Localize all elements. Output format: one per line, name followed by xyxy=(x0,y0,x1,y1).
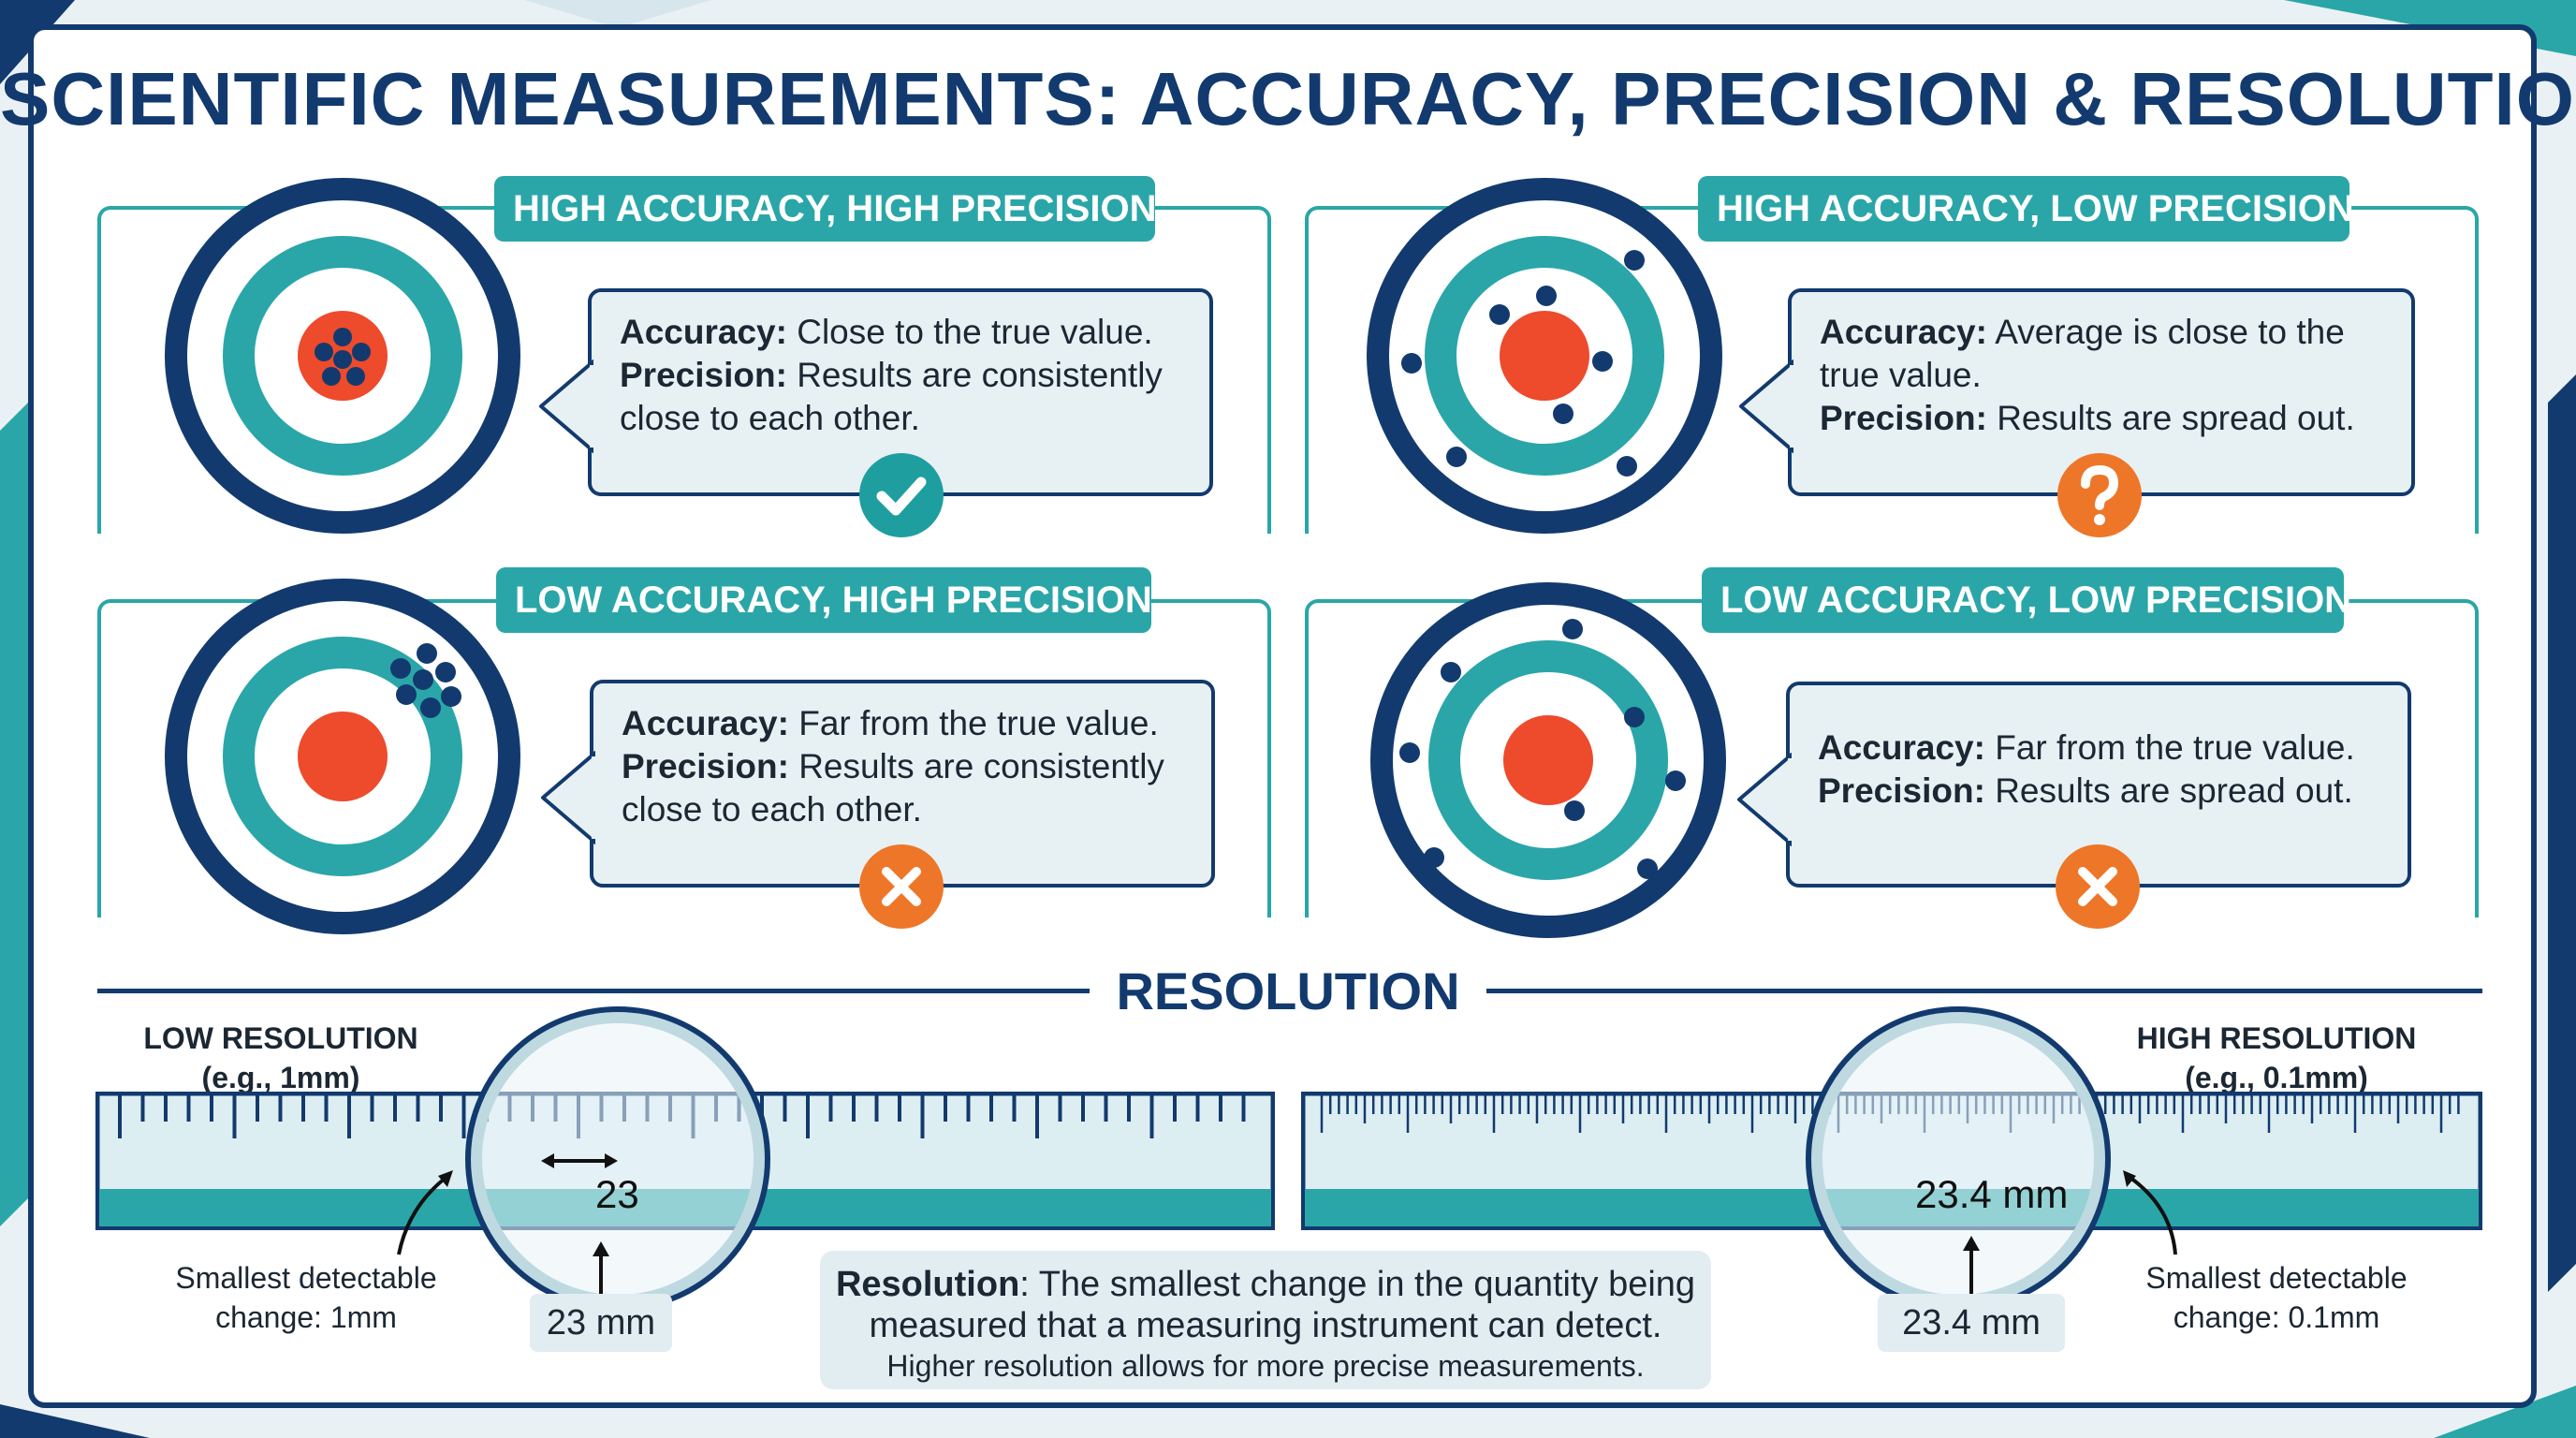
accuracy-text: Average is close to the true value. xyxy=(1820,313,2345,394)
high-resolution-label: HIGH RESOLUTION (e.g., 0.1mm) xyxy=(2136,1021,2417,1094)
checkmark-icon xyxy=(859,453,944,537)
panel-tag: LOW ACCURACY, HIGH PRECISION xyxy=(496,567,1152,633)
panel-tag: HIGH ACCURACY, HIGH PRECISION xyxy=(494,176,1156,242)
precision-label: Precision: xyxy=(1820,399,1987,437)
panel-tag: HIGH ACCURACY, LOW PRECISION xyxy=(1698,176,2354,242)
precision-label: Precision: xyxy=(622,747,789,785)
precision-text: Results are consistently close to each o… xyxy=(622,747,1164,829)
precision-text: Results are consistently close to each o… xyxy=(620,356,1163,437)
accuracy-label: Accuracy: xyxy=(622,704,789,742)
section-divider-right xyxy=(1486,989,2482,993)
page-title: SCIENTIFIC MEASUREMENTS: ACCURACY, PRECI… xyxy=(0,57,2576,140)
low-readout: 23 mm xyxy=(530,1294,672,1352)
high-resolution-ruler xyxy=(1301,1092,2482,1230)
precision-text: Results are spread out. xyxy=(1995,771,2353,810)
low-zoom-value: 23 xyxy=(595,1172,639,1216)
low-resolution-ruler xyxy=(95,1092,1275,1230)
resolution-heading: RESOLUTION xyxy=(1116,961,1460,1020)
accuracy-label: Accuracy: xyxy=(1818,728,1985,767)
accuracy-text: Close to the true value. xyxy=(797,313,1153,351)
precision-text: Results are spread out. xyxy=(1997,399,2355,437)
resolution-definition: Resolution: The smallest change in the q… xyxy=(820,1251,1711,1389)
high-resolution-note: Smallest detectable change: 0.1mm xyxy=(2145,1261,2408,1334)
high-readout: 23.4 mm xyxy=(1878,1294,2065,1352)
accuracy-label: Accuracy: xyxy=(1820,313,1987,351)
accuracy-label: Accuracy: xyxy=(620,313,787,351)
accuracy-text: Far from the true value. xyxy=(798,704,1159,742)
section-divider-left xyxy=(97,989,1090,993)
target-icon xyxy=(165,579,520,934)
cross-icon xyxy=(859,844,944,929)
panel-tag: LOW ACCURACY, LOW PRECISION xyxy=(1702,567,2351,633)
high-zoom-value: 23.4 mm xyxy=(1915,1172,2069,1216)
definition-term: Resolution xyxy=(835,1265,1020,1304)
precision-label: Precision: xyxy=(1818,771,1985,810)
low-resolution-note: Smallest detectable change: 1mm xyxy=(175,1261,437,1334)
question-mark-icon xyxy=(2057,453,2142,537)
low-resolution-label: LOW RESOLUTION (e.g., 1mm) xyxy=(143,1021,418,1094)
precision-label: Precision: xyxy=(620,356,787,394)
accuracy-text: Far from the true value. xyxy=(1995,728,2355,767)
cross-icon xyxy=(2056,844,2140,929)
target-icon xyxy=(1367,178,1722,534)
target-icon xyxy=(165,178,520,534)
target-icon xyxy=(1370,582,1726,938)
